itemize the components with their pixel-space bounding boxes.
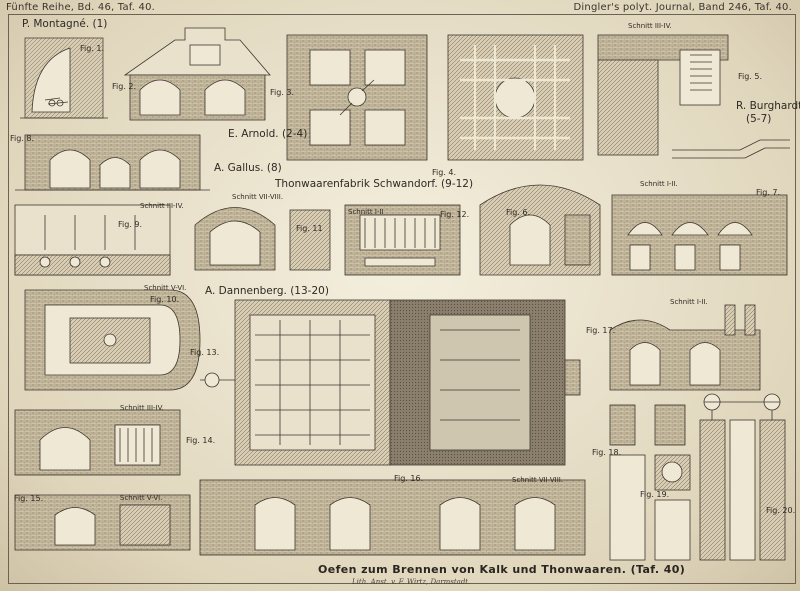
section-label-v-vi-fig15: Schnitt V-VI. [120, 494, 163, 502]
author-schwandorf: Thonwaarenfabrik Schwandorf. (9-12) [275, 178, 474, 190]
figure-label-13: Fig. 13. [190, 348, 220, 357]
section-label-i-ii-fig12: Schnitt I-II [348, 208, 384, 216]
lithographer-credit: Lith. Anst. v. F. Wirtz, Darmstadt. [352, 578, 471, 586]
fig10-drawing [24, 289, 201, 391]
fig13-drawing [200, 299, 581, 466]
author-burghardt-figs: (5-7) [746, 113, 772, 125]
author-burghardt: R. Burghardt. [736, 100, 800, 112]
section-label-vii-viii-fig11: Schnitt VII-VIII. [232, 193, 284, 201]
author-montagne: P. Montagné. (1) [22, 18, 108, 30]
header-journal: Dingler's polyt. Journal, Band 246, Taf.… [573, 2, 792, 13]
figure-label-2: Fig. 2. [112, 82, 137, 91]
figure-label-12: Fig. 12. [440, 210, 470, 219]
fig18-19-drawing [609, 404, 691, 561]
fig15-drawing [14, 494, 191, 551]
fig4-drawing [447, 34, 584, 161]
plate-title: Oefen zum Brennen von Kalk und Thonwaare… [318, 563, 686, 576]
figure-label-4: Fig. 4. [432, 168, 457, 177]
figure-label-5: Fig. 5. [738, 72, 763, 81]
section-label-v-vi-fig10: Schnitt V-VI. [144, 284, 187, 292]
figure-label-15: Fig. 15. [14, 494, 44, 503]
section-label-iii-iv-top: Schnitt III-IV. [628, 22, 672, 30]
plate-frame [8, 14, 796, 584]
fig14-drawing [14, 409, 181, 476]
author-dannenberg: A. Dannenberg. (13-20) [205, 285, 329, 297]
section-label-i-ii-fig7: Schnitt I-II. [640, 180, 678, 188]
fig17-drawing [609, 304, 761, 391]
header-series: Fünfte Reihe, Bd. 46, Taf. 40. [6, 2, 156, 13]
fig11-drawing [194, 207, 331, 271]
section-label-vii-viii-fig16: Schnitt VII-VIII. [512, 476, 564, 484]
figure-label-10: Fig. 10. [150, 295, 180, 304]
fig20-drawing [699, 393, 786, 561]
section-label-i-ii-fig17: Schnitt I-II. [670, 298, 708, 306]
figure-label-16: Fig. 16. [394, 474, 424, 483]
fig7-drawing [611, 194, 788, 276]
figure-label-14: Fig. 14. [186, 436, 216, 445]
figure-label-9: Fig. 9. [118, 220, 143, 229]
figure-label-17: Fig. 17. [586, 326, 616, 335]
fig12-drawing [344, 204, 461, 276]
fig6-drawing [479, 184, 601, 276]
figure-label-7: Fig. 7. [756, 188, 781, 197]
author-gallus: A. Gallus. (8) [214, 162, 282, 174]
figure-label-6: Fig. 6. [506, 208, 531, 217]
fig5-drawing [597, 34, 790, 159]
fig2-drawing [123, 27, 271, 121]
section-label-iii-iv-fig14: Schnitt III-IV. [120, 404, 164, 412]
fig3-drawing [286, 34, 428, 161]
fig9-drawing [14, 204, 171, 276]
figure-label-19: Fig. 19. [640, 490, 670, 499]
fig8-drawing [15, 134, 210, 191]
figure-label-18: Fig. 18. [592, 448, 622, 457]
fig1-drawing [20, 37, 108, 119]
figure-label-11: Fig. 11 [296, 224, 323, 233]
figure-label-20: Fig. 20. [766, 506, 796, 515]
section-label-iii-iv-fig9: Schnitt III-IV. [140, 202, 184, 210]
figure-label-8: Fig. 8. [10, 134, 35, 143]
fig16-drawing [199, 479, 586, 556]
figure-label-3: Fig. 3. [270, 88, 295, 97]
figure-label-1: Fig. 1. [80, 44, 105, 53]
author-arnold: E. Arnold. (2-4) [228, 128, 308, 140]
